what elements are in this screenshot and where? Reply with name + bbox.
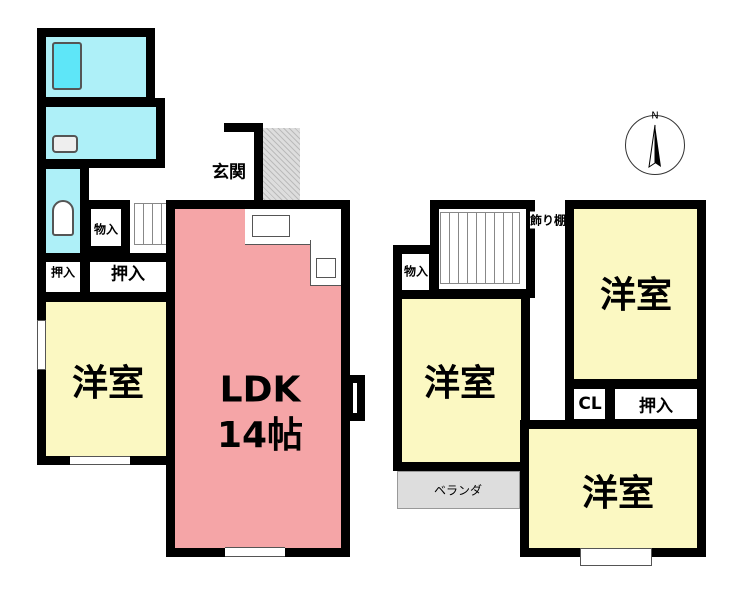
window [70, 456, 130, 465]
sink-icon [52, 135, 78, 153]
storage-2f-label: 物入 [403, 264, 429, 279]
western-room-2f-top-right-label: 洋室 [599, 275, 673, 316]
toilet-icon [52, 200, 74, 236]
closet-small-1f-label: 押入 [50, 265, 76, 280]
western-room-2f-left-label: 洋室 [423, 363, 497, 404]
western-room-2f-bottom-right [520, 420, 706, 557]
window [37, 320, 46, 370]
window [225, 547, 285, 557]
kitchen-stove-counter [310, 240, 341, 286]
display-shelf-label: 飾り棚 [529, 211, 567, 229]
storage-1f [82, 200, 130, 255]
ldk-label: LDK [219, 369, 301, 411]
western-room-2f-left [393, 290, 530, 471]
wall-bump [345, 375, 365, 421]
window [580, 548, 652, 566]
veranda-label: ベランダ [433, 483, 483, 498]
western-room-1f-label: 洋室 [71, 363, 145, 404]
western-room-2f-bottom-right-label: 洋室 [581, 473, 655, 514]
bathtub [52, 42, 82, 90]
closet-2f-label: 押入 [639, 396, 673, 417]
closet-cl-label: CL [578, 394, 602, 414]
porch [260, 128, 300, 200]
ldk-size-label: 14帖 [216, 415, 304, 456]
wall [254, 123, 263, 203]
western-room-2f-top-right [565, 200, 706, 388]
veranda [397, 471, 520, 509]
kitchen-sink-icon [252, 215, 290, 237]
stairs-2f [440, 212, 520, 284]
north-arrow-icon [648, 124, 661, 169]
entrance-label: 玄関 [212, 162, 246, 183]
closet-large-1f-label: 押入 [111, 264, 145, 285]
storage-1f-label: 物入 [93, 222, 119, 237]
washroom [37, 98, 165, 168]
wall [185, 123, 263, 132]
compass-north-label: N [651, 110, 659, 122]
stove-icon [316, 258, 336, 278]
compass [625, 115, 685, 175]
